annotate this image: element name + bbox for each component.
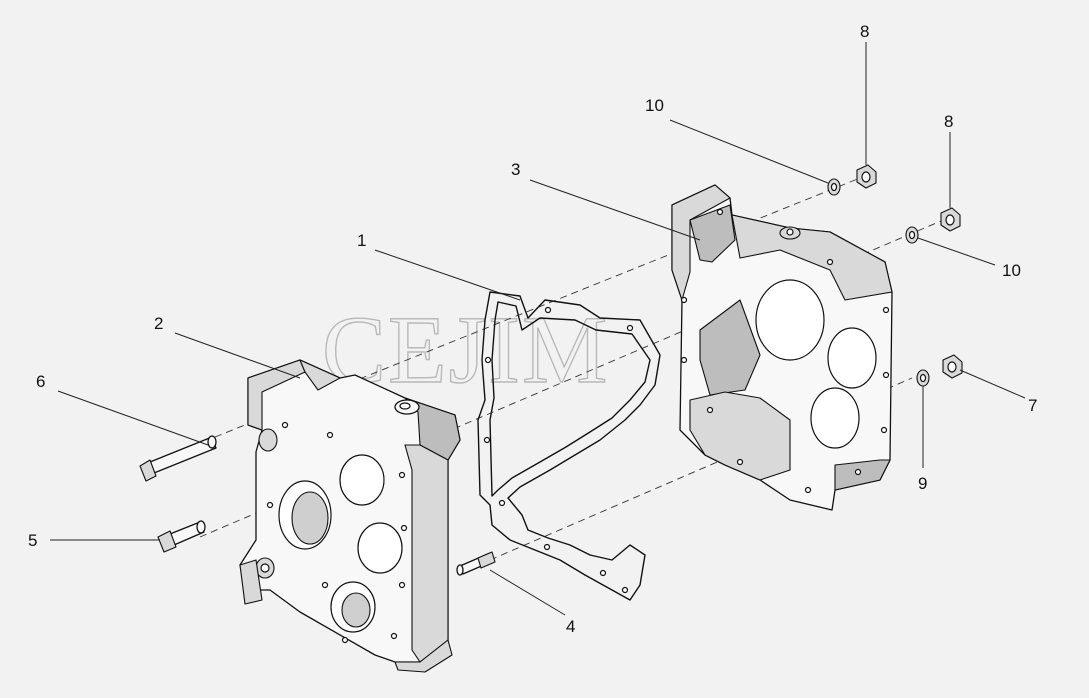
leader-4 [489,569,566,616]
callout-2: 2 [154,314,163,333]
callout-5: 5 [28,531,37,550]
nut-part-8-right [940,207,961,232]
leader-lines [50,42,1026,616]
callout-7: 7 [1028,396,1037,415]
callout-4: 4 [566,617,575,636]
leader-2 [174,332,301,379]
callout-10-right: 10 [1002,261,1021,280]
washer-part-9 [916,369,930,387]
callout-6: 6 [36,372,45,391]
bolt-part-5 [157,520,206,553]
leader-10-right [917,237,996,266]
washer-part-10-right [905,226,919,244]
nut-part-7 [942,354,963,379]
stud-part-4 [456,551,496,576]
callout-1: 1 [357,231,366,250]
leader-3 [529,179,701,241]
nut-part-8-top [856,164,877,189]
callout-8-right: 8 [944,112,953,131]
gasket-part-1 [477,291,661,601]
leader-7 [959,369,1026,399]
axis-line-stud-4 [489,377,913,561]
callout-9: 9 [918,474,927,493]
leader-10-top [669,119,829,184]
fasteners [139,164,963,576]
bolt-part-6 [139,435,217,482]
rear-housing-part-3 [671,184,893,511]
callout-8-top: 8 [860,22,869,41]
front-cover-part-2 [239,359,461,673]
callout-10-top: 10 [645,96,664,115]
leader-6 [57,390,209,446]
washer-part-10-top [827,178,841,196]
leader-1 [374,249,521,301]
callout-labels: 1 2 3 4 5 6 7 8 8 9 10 10 [28,22,1037,636]
callout-3: 3 [511,160,520,179]
